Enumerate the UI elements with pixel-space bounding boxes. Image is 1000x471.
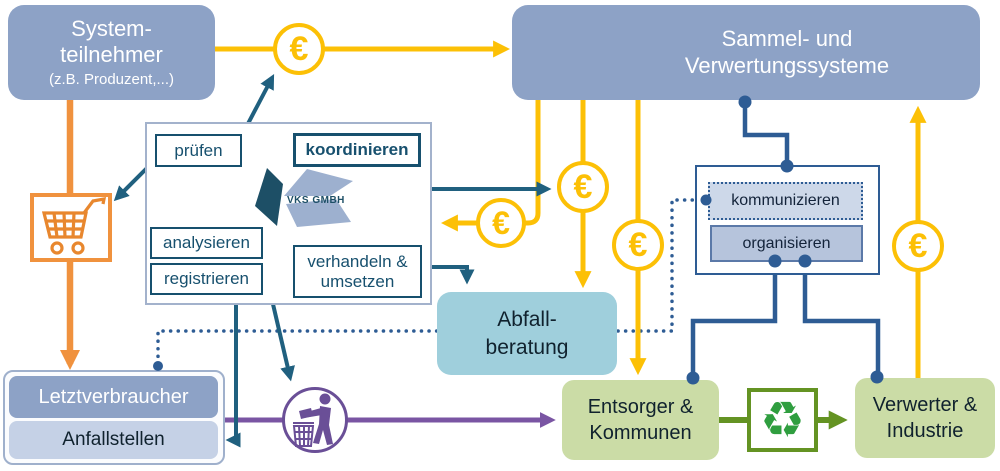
systemteilnehmer-line2: teilnehmer [60,42,163,68]
item-kommunizieren: kommunizieren [708,182,863,220]
registrieren-label: registrieren [163,269,250,289]
euro-glyph: € [628,225,648,264]
koordinieren-label: koordinieren [305,140,409,160]
logo-bottom-face [286,199,351,227]
action-analysieren: analysieren [150,227,263,259]
litter-glyph [292,393,333,447]
entsorger-line2: Kommunen [589,422,692,444]
link-organisieren-to-entsorger [690,261,778,375]
node-systemteilnehmer: System- teilnehmer (z.B. Produzent,...) [8,5,215,100]
sammel-line2: Verwertungssysteme [684,52,890,78]
euro-coin-icon: € [476,198,526,248]
recycle-glyph: ♻ [760,391,805,449]
analysieren-label: analysieren [163,233,250,253]
action-verhandeln-umsetzen: verhandeln & umsetzen [293,245,422,298]
euro-glyph: € [573,167,593,206]
logo-text: VKS GMBH [287,195,345,206]
abfall-line1: Abfall- [497,308,557,332]
vks-gmbh-logo: VKS GMBH [255,168,353,227]
node-abfallberatung: Abfall- beratung [437,292,617,375]
euro-glyph: € [908,226,928,265]
dotted-line-letztverbraucher-abfall [156,329,439,366]
systemteilnehmer-line1: System- [71,15,152,41]
link-sammel-to-kommunizieren [742,101,790,164]
action-koordinieren: koordinieren [293,133,421,167]
sammel-line1: Sammel- und [721,25,853,51]
euro-coin-icon: € [557,161,609,213]
verwerter-line2: Industrie [886,420,964,442]
kommunizieren-label: kommunizieren [731,192,840,209]
node-sammel-verwertungssysteme: Sammel- und Verwertungssysteme [512,5,980,100]
litter-disposal-icon [282,387,348,453]
euro-coin-icon: € [892,220,944,272]
action-registrieren: registrieren [150,263,263,295]
pruefen-label: prüfen [174,140,223,160]
node-entsorger-kommunen: Entsorger & Kommunen [562,380,719,460]
arrow-registrieren-to-anfallstellen [225,296,241,448]
action-pruefen: prüfen [155,134,242,167]
node-anfallstellen: Anfallstellen [9,421,218,459]
letztverbraucher-label: Letztverbraucher [38,385,189,408]
abfall-line2: beratung [485,335,569,359]
organisieren-label: organisieren [742,234,831,252]
logo-top-face [284,169,353,196]
node-verwerter-industrie: Verwerter & Industrie [855,378,995,458]
euro-coin-icon: € [612,219,664,271]
link-organisieren-to-verwerter [802,261,881,374]
item-organisieren: organisieren [710,225,863,262]
verhandeln-line2: umsetzen [320,271,395,291]
entsorger-line1: Entsorger & [587,396,694,418]
euro-coin-icon: € [273,23,325,75]
cart-glyph [41,197,107,255]
verwerter-line1: Verwerter & [872,394,978,416]
anfallstellen-label: Anfallstellen [62,429,165,450]
node-letztverbraucher: Letztverbraucher [9,376,218,418]
euro-glyph: € [492,204,510,241]
systemteilnehmer-subtitle: (z.B. Produzent,...) [48,71,175,89]
euro-glyph: € [289,29,309,68]
verhandeln-line1: verhandeln & [307,251,408,271]
logo-left-face [255,168,283,226]
shopping-cart-icon [30,193,112,262]
recycling-icon: ♻ [747,388,818,452]
